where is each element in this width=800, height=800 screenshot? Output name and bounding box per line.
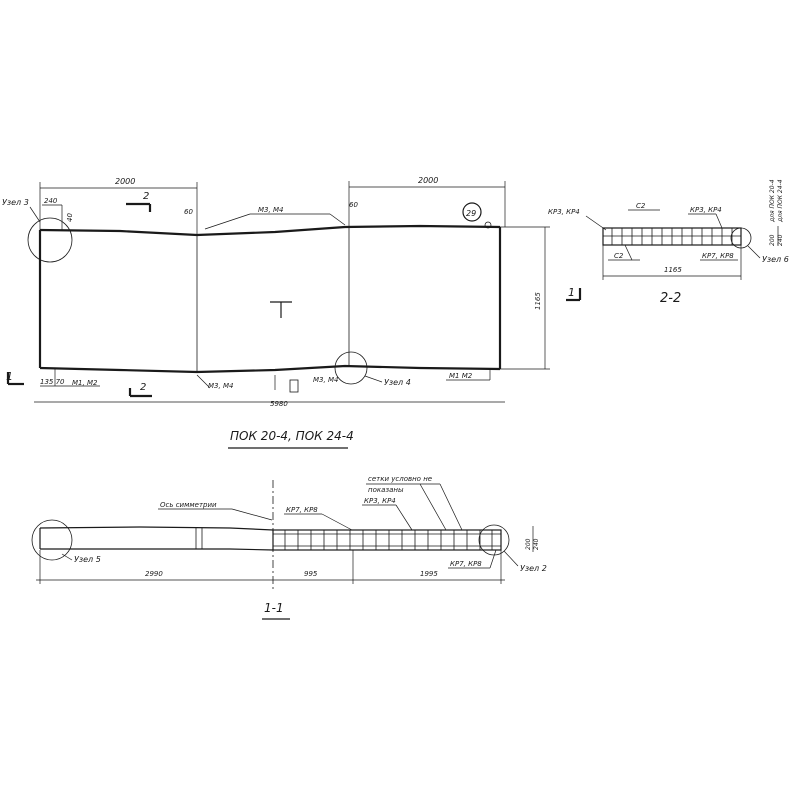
- section-2-2-title: 2-2: [660, 291, 681, 306]
- node-6-label: Узел 6: [762, 255, 789, 264]
- node-4-label: Узел 4: [384, 378, 411, 387]
- plan-view: 2000 2000 240 40 60 60 Узел 3 2 М3, М4 2…: [2, 176, 582, 449]
- node-6-circle: [730, 227, 752, 249]
- node-5-circle: [31, 519, 73, 561]
- dim-240: 240: [44, 197, 58, 205]
- dim-1995: 1995: [420, 570, 438, 578]
- mesh-note-line-1: сетки условно не: [368, 475, 432, 483]
- label-c2-top: С2: [636, 202, 646, 210]
- slab-top-edge: [39, 224, 501, 237]
- node-2-label: Узел 2: [520, 564, 547, 573]
- note-line-1: для ПОК 20-4: [769, 179, 776, 223]
- mesh-note-line-2: показаны: [368, 486, 404, 494]
- node-5-label: Узел 5: [74, 555, 101, 564]
- dim-240-1-1: 240: [533, 538, 540, 550]
- label-kr7-kr8: КР7, КР8: [702, 252, 734, 260]
- dim-200: 200: [769, 234, 776, 246]
- dim-995: 995: [304, 570, 318, 578]
- circle-mark-29: [462, 202, 482, 222]
- circle-mark-29-text: 29: [466, 209, 476, 218]
- label-kr3-kr4-left: КР3, КР4: [548, 208, 580, 216]
- label-kr3-kr4-right: КР3, КР4: [690, 206, 722, 214]
- dim-2-2-width: 1165: [664, 266, 682, 274]
- label-m3-m4-bottom-mid: М3, М4: [313, 376, 338, 384]
- section-1-1-title: 1-1: [264, 601, 284, 615]
- section-1-1-right-body: [272, 529, 502, 551]
- section-1-1: Ось симметрии сетки условно не: [31, 475, 547, 620]
- plan-title: ПОК 20-4, ПОК 24-4: [230, 429, 354, 443]
- label-m1-m2-left: М1, М2: [72, 379, 98, 387]
- label-kr3-kr4: КР3, КР4: [364, 497, 396, 505]
- node-4-circle: [334, 351, 368, 385]
- node-3-circle: [27, 217, 73, 263]
- node-2-circle: [478, 524, 510, 556]
- dim-height: 1165: [534, 292, 542, 310]
- label-kr7-kr8-bottom: КР7, КР8: [450, 560, 482, 568]
- section-2-bottom: 2: [140, 382, 146, 393]
- slab-bottom-edge: [39, 364, 501, 374]
- section-1-1-left-top: [39, 526, 274, 531]
- dim-2990: 2990: [145, 570, 163, 578]
- dim-left-span: 2000: [115, 177, 135, 186]
- dim-60-right: 60: [349, 201, 358, 209]
- dim-240-2-2: 240: [777, 234, 784, 246]
- section-1-left: 1: [6, 370, 13, 383]
- label-c2-bottom: С2: [614, 252, 624, 260]
- dim-135-70: 135 70: [40, 378, 65, 386]
- dim-total-length: 5980: [270, 400, 288, 408]
- section-1-right: 1: [568, 286, 575, 299]
- section-2-2: КР3, КР4 С2 КР3, КР4 С2 КР7, КР8 1165 Уз…: [548, 179, 789, 306]
- section-2-top: 2: [143, 191, 149, 202]
- axis-label: Ось симметрии: [160, 501, 217, 509]
- label-m1-m2-right: М1 М2: [449, 372, 473, 380]
- label-m3-m4-top: М3, М4: [258, 206, 283, 214]
- label-kr7-kr8-top: КР7, КР8: [286, 506, 318, 514]
- dim-40: 40: [66, 213, 74, 222]
- dim-right-span: 2000: [418, 176, 438, 185]
- node-3-label: Узел 3: [2, 198, 29, 207]
- label-m3-m4-bottom-left: М3, М4: [208, 382, 233, 390]
- dim-60-left: 60: [184, 208, 193, 216]
- dim-200-1-1: 200: [525, 538, 532, 550]
- section-1-1-left-bottom: [40, 548, 274, 551]
- note-line-2: для ПОК 24-4: [777, 179, 784, 223]
